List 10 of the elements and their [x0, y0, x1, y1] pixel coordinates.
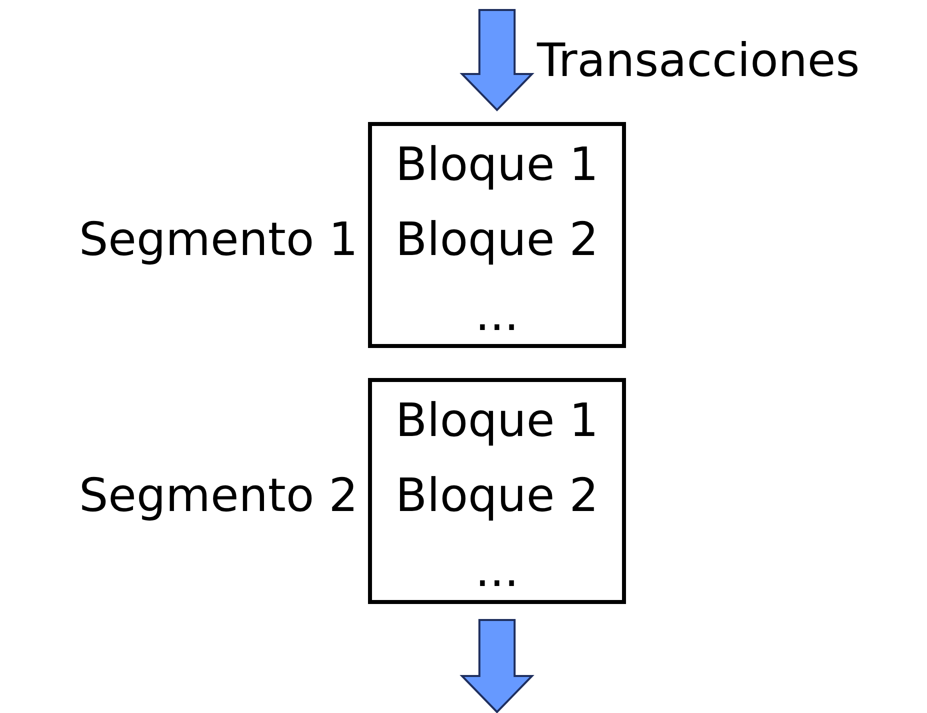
block-label: Bloque 1 [394, 392, 600, 448]
block-label: Bloque 2 [394, 467, 600, 523]
segment-label: Segmento 2 [78, 467, 358, 523]
arrow [460, 9, 534, 112]
block-label: ... [474, 542, 520, 598]
arrow [460, 619, 534, 713]
block-label: Bloque 2 [394, 211, 600, 267]
block-label: Bloque 1 [394, 136, 600, 192]
block-label: ... [474, 286, 520, 342]
segment-label: Segmento 1 [78, 211, 358, 267]
